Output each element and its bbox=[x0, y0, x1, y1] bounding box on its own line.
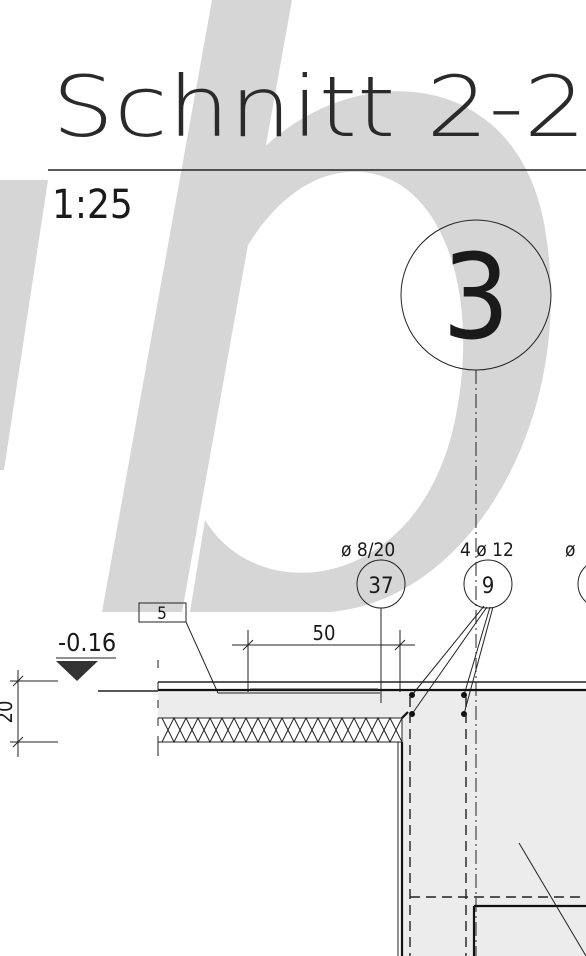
watermark-slash bbox=[0, 180, 48, 470]
leader-9d bbox=[463, 606, 494, 715]
rebar-dot-1 bbox=[409, 692, 415, 698]
rebar-label-edge: ø bbox=[565, 539, 575, 561]
bubble-37-number: 37 bbox=[368, 574, 393, 599]
dim-50-tick-left bbox=[242, 639, 254, 651]
level-mark-label: -0.16 bbox=[58, 628, 116, 657]
dim-left-tick-top bbox=[12, 675, 24, 687]
section-title: Schnitt 2-2 bbox=[52, 58, 586, 156]
leader-9b bbox=[411, 606, 488, 715]
level-mark-triangle bbox=[56, 661, 98, 681]
bubble-9 bbox=[463, 559, 513, 609]
wall-fill bbox=[402, 690, 586, 956]
insulation-hatch-2 bbox=[161, 716, 403, 744]
watermark-b-stem bbox=[102, 0, 292, 612]
rebar-label-9: 4 ø 12 bbox=[460, 539, 514, 561]
wall bbox=[397, 697, 586, 956]
leader-9a bbox=[411, 605, 485, 696]
detail-marker-number: 3 bbox=[442, 228, 510, 366]
rebar-label-37: ø 8/20 bbox=[341, 539, 395, 561]
leader-9c bbox=[463, 606, 491, 696]
dim-left-tick-bottom bbox=[12, 736, 24, 748]
bubble-edge bbox=[577, 565, 586, 603]
position-tag-leader bbox=[185, 621, 219, 694]
dim-50-tick-right bbox=[394, 639, 406, 651]
scale-label: 1:25 bbox=[52, 182, 133, 228]
position-tag bbox=[138, 602, 187, 623]
bubble-9-number: 9 bbox=[482, 574, 495, 599]
dim-left-label: 20 bbox=[0, 701, 17, 724]
slab bbox=[157, 660, 586, 756]
rebar-dot-3 bbox=[461, 692, 467, 698]
insulation-hatch bbox=[161, 716, 403, 744]
dim-50-label: 50 bbox=[313, 621, 336, 645]
concrete-areas bbox=[158, 690, 586, 956]
position-tag-number: 5 bbox=[157, 604, 167, 624]
